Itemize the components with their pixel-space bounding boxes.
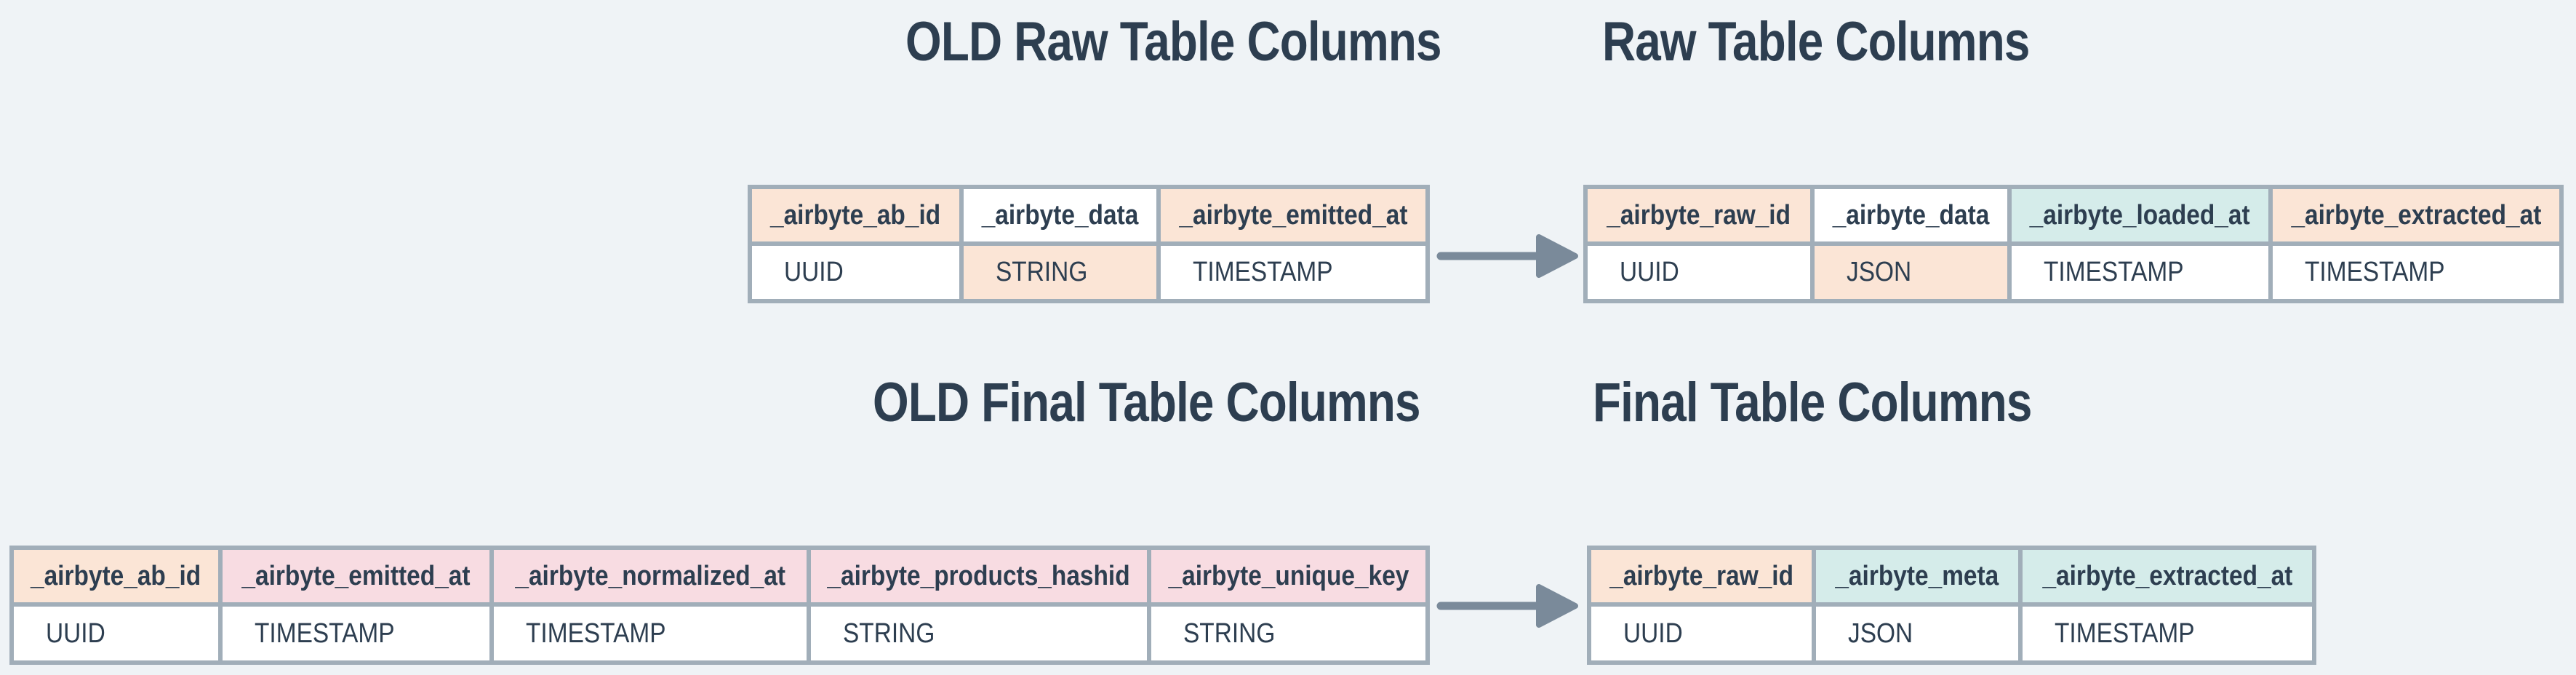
column-header-cell: _airbyte_unique_key — [1151, 550, 1425, 602]
column-header-cell-label: _airbyte_ab_id — [770, 199, 941, 231]
column-type-cell: UUID — [1588, 246, 1810, 299]
column-header-cell-label: _airbyte_emitted_at — [241, 560, 471, 591]
column-header-cell: _airbyte_extracted_at — [2023, 550, 2312, 602]
raw-columns-table: _airbyte_raw_id _airbyte_data _airbyte_loa… — [1583, 185, 2564, 303]
final-columns-table: _airbyte_raw_id _airbyte_meta _airbyte_ext… — [1587, 546, 2316, 665]
column-header-cell-label: _airbyte_raw_id — [1607, 199, 1791, 231]
column-header-cell: _airbyte_products_hashid — [811, 550, 1147, 602]
column-type-cell-label: JSON — [1848, 618, 1913, 649]
column-type-cell: TIMESTAMP — [494, 607, 807, 660]
column-header-cell: _airbyte_data — [964, 189, 1156, 241]
column-header-cell-label: _airbyte_extracted_at — [2042, 560, 2292, 591]
column-type-cell-label: STRING — [996, 257, 1088, 287]
column-type-cell-label: TIMESTAMP — [1193, 257, 1333, 287]
column-header-cell-label: _airbyte_normalized_at — [515, 560, 785, 591]
raw-migration-arrow-icon — [1436, 234, 1578, 278]
column-type-cell-label: UUID — [46, 618, 105, 649]
column-header-cell: _airbyte_emitted_at — [223, 550, 489, 602]
column-header-cell-label: _airbyte_extracted_at — [2291, 199, 2541, 231]
column-header-cell-label: _airbyte_data — [981, 199, 1139, 231]
column-type-cell-label: UUID — [1623, 618, 1683, 649]
old-raw-table-title: OLD Raw Table Columns — [905, 11, 1442, 73]
column-type-cell: JSON — [1815, 246, 2007, 299]
old-raw-columns-table: _airbyte_ab_id _airbyte_data _airbyte_emit… — [748, 185, 1430, 303]
old-final-columns-table: _airbyte_ab_id _airbyte_emitted_at _airbyt… — [9, 546, 1430, 665]
column-type-cell-label: TIMESTAMP — [2044, 257, 2184, 287]
column-header-cell: _airbyte_raw_id — [1588, 189, 1810, 241]
column-type-cell: STRING — [1151, 607, 1425, 660]
column-header-cell-label: _airbyte_products_hashid — [827, 560, 1131, 591]
column-type-cell: JSON — [1816, 607, 2018, 660]
old-final-table-title: OLD Final Table Columns — [873, 372, 1421, 434]
column-header-cell: _airbyte_meta — [1816, 550, 2018, 602]
column-type-cell: TIMESTAMP — [2012, 246, 2268, 299]
column-header-cell: _airbyte_data — [1815, 189, 2007, 241]
raw-table-title: Raw Table Columns — [1602, 11, 2030, 73]
column-type-cell-label: STRING — [1183, 618, 1276, 649]
column-header-cell: _airbyte_normalized_at — [494, 550, 807, 602]
column-header-cell-label: _airbyte_data — [1832, 199, 1990, 231]
column-type-cell-label: UUID — [1620, 257, 1679, 287]
column-type-cell-label: TIMESTAMP — [2305, 257, 2445, 287]
column-header-cell-label: _airbyte_raw_id — [1609, 560, 1793, 591]
column-type-cell: UUID — [14, 607, 218, 660]
column-header-cell-label: _airbyte_unique_key — [1168, 560, 1409, 591]
column-type-cell: TIMESTAMP — [1161, 246, 1425, 299]
column-header-cell: _airbyte_ab_id — [14, 550, 218, 602]
column-type-cell: TIMESTAMP — [2273, 246, 2559, 299]
column-type-cell: STRING — [964, 246, 1156, 299]
column-type-cell-label: JSON — [1847, 257, 1912, 287]
column-header-cell: _airbyte_ab_id — [752, 189, 959, 241]
column-type-cell: TIMESTAMP — [223, 607, 489, 660]
column-header-cell-label: _airbyte_meta — [1835, 560, 1999, 591]
column-header-cell-label: _airbyte_ab_id — [31, 560, 201, 591]
column-type-cell-label: UUID — [784, 257, 844, 287]
column-type-cell-label: TIMESTAMP — [526, 618, 666, 649]
column-header-cell-label: _airbyte_emitted_at — [1178, 199, 1408, 231]
column-type-cell: UUID — [752, 246, 959, 299]
column-header-cell: _airbyte_raw_id — [1591, 550, 1812, 602]
column-type-cell-label: STRING — [843, 618, 935, 649]
column-type-cell: STRING — [811, 607, 1147, 660]
column-type-cell: TIMESTAMP — [2023, 607, 2312, 660]
column-type-cell: UUID — [1591, 607, 1812, 660]
column-header-cell: _airbyte_loaded_at — [2012, 189, 2268, 241]
column-header-cell: _airbyte_emitted_at — [1161, 189, 1425, 241]
column-header-cell-label: _airbyte_loaded_at — [2030, 199, 2250, 231]
column-header-cell: _airbyte_extracted_at — [2273, 189, 2559, 241]
column-type-cell-label: TIMESTAMP — [2055, 618, 2195, 649]
final-table-title: Final Table Columns — [1593, 372, 2032, 434]
column-type-cell-label: TIMESTAMP — [255, 618, 395, 649]
final-migration-arrow-icon — [1436, 584, 1578, 628]
